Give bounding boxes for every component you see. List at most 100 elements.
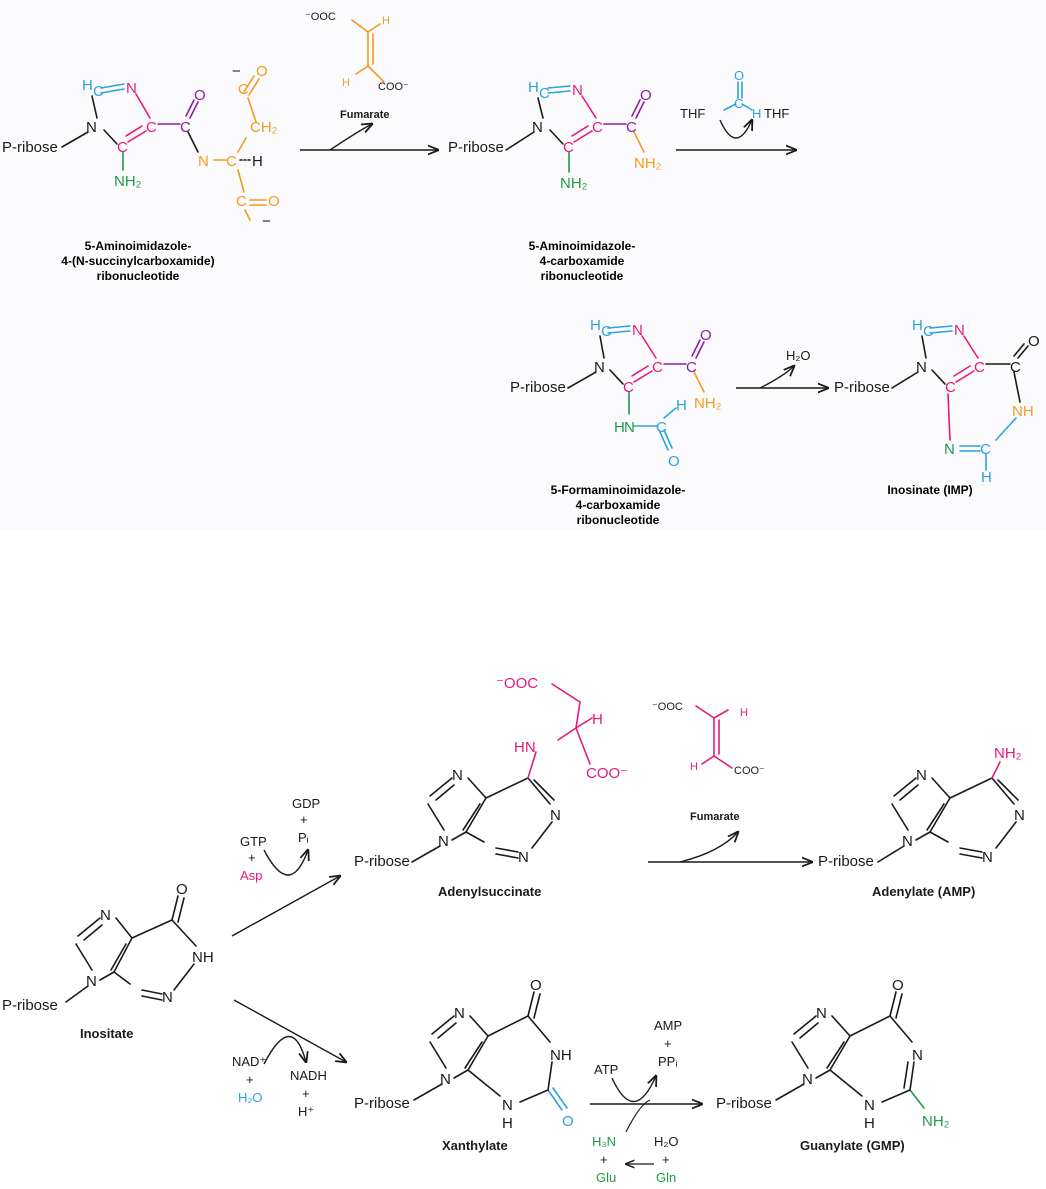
- h-plus-label: H⁺: [298, 1104, 314, 1119]
- atom-c4: C: [592, 119, 603, 136]
- amide-n: N: [198, 153, 209, 170]
- atom-c4: C: [146, 119, 157, 136]
- p-ribose-label: P-ribose: [834, 379, 890, 396]
- formyl-h: H: [752, 106, 761, 121]
- amino-group: NH₂: [560, 175, 588, 192]
- gmp-branch-arrow-2: ATP AMP + PPᵢ H₃N + Glu H₂O + Gln: [590, 1018, 702, 1185]
- atom-o6: O: [530, 977, 542, 994]
- atom-o2: O: [562, 1113, 574, 1130]
- atom-c5: C: [623, 379, 634, 396]
- caption-aicar-3: ribonucleotide: [541, 269, 624, 283]
- atom-n3: N: [864, 1097, 875, 1114]
- p-ribose-label: P-ribose: [2, 139, 58, 156]
- atom-n9: N: [902, 833, 913, 850]
- p-ribose-label: P-ribose: [818, 853, 874, 870]
- fumarate-label-top: Fumarate: [340, 109, 390, 121]
- amide-nh2: NH₂: [694, 395, 722, 412]
- thf-out: THF: [764, 106, 789, 121]
- compound-faicar: P-ribose N H C N C C H N C H O C O NH₂ 5…: [510, 317, 722, 527]
- formamido-nh: H: [614, 419, 625, 436]
- fumarate2-coo: COO⁻: [734, 765, 765, 777]
- atom-h8: H: [912, 317, 923, 334]
- amp-branch-arrow-1: GTP + Asp GDP + Pᵢ: [231, 796, 340, 937]
- atom-c8: C: [923, 323, 934, 340]
- carboxyl-c2: C: [236, 193, 247, 210]
- atom-c6: C: [1010, 359, 1021, 376]
- atom-n7: N: [454, 1005, 465, 1022]
- amp-nh2: NH₂: [994, 745, 1022, 762]
- atom-h3: H: [864, 1115, 875, 1132]
- fumarate-h2: H: [342, 77, 350, 89]
- atom-c2: C: [980, 441, 991, 458]
- atom-n3: N: [632, 322, 643, 339]
- caption-xanthylate: Xanthylate: [442, 1138, 508, 1153]
- caption-imp: Inosinate (IMP): [887, 483, 972, 497]
- atom-c4: C: [652, 359, 663, 376]
- alpha-h: H: [252, 153, 263, 170]
- p-ribose-label: P-ribose: [2, 997, 58, 1014]
- atp-label: ATP: [594, 1062, 618, 1077]
- gdp-label: GDP: [292, 796, 320, 811]
- caption-faicar-2: 4-carboxamide: [576, 498, 661, 512]
- compound-amp: P-ribose N N N N NH₂ Adenylate (AMP): [818, 745, 1025, 899]
- caption-aicar-1: 5-Aminoimidazole-: [529, 239, 636, 253]
- plus-5: +: [664, 1036, 672, 1051]
- formamido-n: N: [624, 419, 635, 436]
- fumarate-label-bottom: Fumarate: [690, 811, 740, 823]
- caption-faicar-1: 5-Formaminoimidazole-: [551, 483, 686, 497]
- carbonyl-o: O: [640, 87, 652, 104]
- carbonyl-o: O: [194, 87, 206, 104]
- atom-n9: N: [86, 973, 97, 990]
- atom-c4: C: [945, 379, 956, 396]
- atom-n1: N: [550, 807, 561, 824]
- succinyl-hn: HN: [514, 739, 536, 756]
- caption-faicar-3: ribonucleotide: [577, 513, 660, 527]
- atom-n7: N: [954, 322, 965, 339]
- p-ribose-label: P-ribose: [510, 379, 566, 396]
- atom-n1: N: [912, 1047, 923, 1064]
- plus-1: +: [248, 850, 256, 865]
- reaction-arrow-3: H₂O: [736, 348, 828, 388]
- caption-inosinate: Inositate: [80, 1026, 133, 1041]
- fumarate-ooc: ⁻OOC: [305, 11, 336, 23]
- ch2-group: CH₂: [250, 119, 278, 136]
- atom-n3: N: [572, 82, 583, 99]
- formamido-o: O: [668, 453, 680, 470]
- atom-n7: N: [452, 767, 463, 784]
- atom-n3: N: [502, 1097, 513, 1114]
- minus-2: −: [262, 213, 271, 230]
- fumarate2-ooc: ⁻OOC: [652, 701, 683, 713]
- carboxyl-o2: O: [268, 193, 280, 210]
- formamido-c: C: [656, 419, 667, 436]
- caption-saicar-2: 4-(N-succinylcarboxamide): [61, 254, 214, 268]
- nh3-label: H₃N: [592, 1134, 616, 1149]
- atom-h3: H: [502, 1115, 513, 1132]
- succinyl-h: H: [592, 711, 603, 728]
- atom-nh1: NH: [550, 1047, 572, 1064]
- atom-n1: N: [594, 359, 605, 376]
- atom-n7: N: [100, 907, 111, 924]
- p-ribose-label: P-ribose: [354, 853, 410, 870]
- formamido-h: H: [676, 397, 687, 414]
- compound-xanthylate: P-ribose N N O NH O N H Xanthylate: [354, 977, 574, 1153]
- atom-n1: N: [86, 119, 97, 136]
- compound-gmp: P-ribose N N O N NH₂ N H Guanylate (GMP): [716, 977, 950, 1153]
- p-ribose-label: P-ribose: [354, 1095, 410, 1112]
- plus-2: +: [300, 812, 308, 827]
- compound-aicar: P-ribose N H C N C C NH₂ C O NH₂ 5-Amino…: [448, 79, 662, 283]
- formyl-c: C: [734, 96, 743, 111]
- atom-c: C: [539, 85, 550, 102]
- amp-out-label: AMP: [654, 1018, 682, 1033]
- pi-label: Pᵢ: [298, 830, 309, 845]
- atom-h: H: [528, 79, 539, 96]
- succinyl-ooc: ⁻OOC: [496, 675, 538, 692]
- atom-n7: N: [916, 767, 927, 784]
- fumarate2-h1: H: [740, 707, 748, 719]
- atom-nh1: NH: [1012, 403, 1034, 420]
- atom-h: H: [82, 77, 93, 94]
- plus-7: +: [662, 1152, 670, 1167]
- compound-saicar: P-ribose N H C N C C NH₂ C O N C H CH₂ C…: [2, 63, 280, 283]
- formyl-o: O: [734, 68, 744, 83]
- atom-h: H: [590, 317, 601, 334]
